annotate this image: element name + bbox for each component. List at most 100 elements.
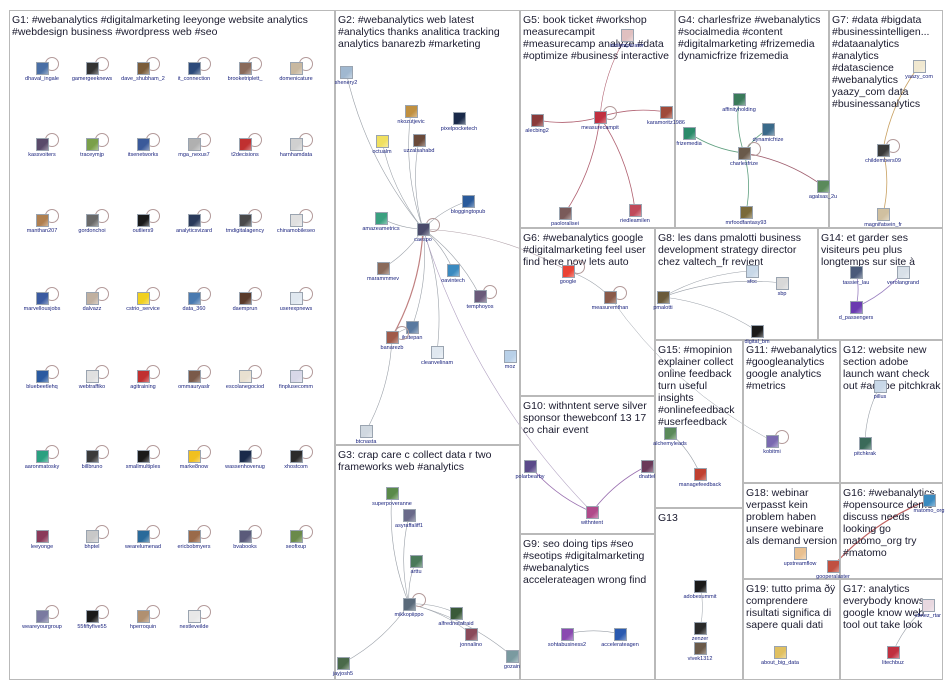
node-matomo-org[interactable] (923, 494, 936, 507)
node-dalvazz[interactable] (86, 292, 99, 305)
node-octualm[interactable] (376, 135, 389, 148)
node-itsenetworks[interactable] (137, 138, 150, 151)
node-alfrednotafraid[interactable] (450, 607, 463, 620)
node-karamoritz1986[interactable] (660, 106, 673, 119)
node-shenery2[interactable] (340, 66, 353, 79)
node-mga-nexus7[interactable] (188, 138, 201, 151)
node-litechbuz[interactable] (887, 646, 900, 659)
node-webtraffiko[interactable] (86, 370, 99, 383)
node-it-connection[interactable] (188, 62, 201, 75)
node-leeyonge[interactable] (36, 530, 49, 543)
node-cleanvelinam[interactable] (431, 346, 444, 359)
node-about-big-data[interactable] (774, 646, 787, 659)
node-verolangrand[interactable] (897, 266, 910, 279)
node-affinityholding[interactable] (733, 93, 746, 106)
node-ommauryaslr[interactable] (188, 370, 201, 383)
node-nestleveilde[interactable] (188, 610, 201, 623)
node-upstreamflow[interactable] (794, 547, 807, 560)
node-dnattel[interactable] (641, 460, 654, 473)
node-pitchkrak[interactable] (859, 437, 872, 450)
node-userexpnews[interactable] (290, 292, 303, 305)
node-yaazy-com[interactable] (913, 60, 926, 73)
node-managefeedback[interactable] (694, 468, 707, 481)
node-sohtabusiness2[interactable] (561, 628, 574, 641)
node-domenicature[interactable] (290, 62, 303, 75)
node-billbruno[interactable] (86, 450, 99, 463)
node-zenzer[interactable] (694, 622, 707, 635)
node-gozain[interactable] (506, 650, 519, 663)
node-measurecampit[interactable] (594, 111, 607, 124)
node-kassvoiters[interactable] (36, 138, 49, 151)
node-charlesfrize[interactable] (738, 147, 751, 160)
node-google[interactable] (562, 265, 575, 278)
node-pixelpocketech[interactable] (453, 112, 466, 125)
node-aaronmatosky[interactable] (36, 450, 49, 463)
node-smallmultiples[interactable] (137, 450, 150, 463)
node-outliers9[interactable] (137, 214, 150, 227)
node-manthan207[interactable] (36, 214, 49, 227)
node-bluebeetlehq[interactable] (36, 370, 49, 383)
node-accelerateagen[interactable] (614, 628, 627, 641)
node-hperroquin[interactable] (137, 610, 150, 623)
node-magnifatsein-fr[interactable] (877, 208, 890, 221)
node-agalsas-2u[interactable] (817, 180, 830, 193)
node-d-passengers[interactable] (850, 301, 863, 314)
node-analyticsvizard[interactable] (188, 214, 201, 227)
node-55fiftyfive55[interactable] (86, 610, 99, 623)
node-harnhamdata[interactable] (290, 138, 303, 151)
node-dhaval-ingale[interactable] (36, 62, 49, 75)
node-wassenhovenug[interactable] (239, 450, 252, 463)
node-bvabooks[interactable] (239, 530, 252, 543)
node-weareyourgroup[interactable] (36, 610, 49, 623)
node-withntent[interactable] (586, 506, 599, 519)
node-escolanegociod[interactable] (239, 370, 252, 383)
node-moz[interactable] (504, 350, 517, 363)
node-marammmev[interactable] (377, 262, 390, 275)
node-oavintech[interactable] (447, 264, 460, 277)
node-bhptel[interactable] (86, 530, 99, 543)
node-t2decisions[interactable] (239, 138, 252, 151)
node-amazeametrics[interactable] (375, 212, 388, 225)
node-traceymjp[interactable] (86, 138, 99, 151)
node-mikkopiippo[interactable] (403, 598, 416, 611)
node-riedleamilen[interactable] (629, 204, 642, 217)
node-gamergeeknews[interactable] (86, 62, 99, 75)
node-finplusecomm[interactable] (290, 370, 303, 383)
node-marke8now[interactable] (188, 450, 201, 463)
node-bloggingtopub[interactable] (462, 195, 475, 208)
node-jonnalino[interactable] (465, 628, 478, 641)
node-pillus[interactable] (874, 380, 887, 393)
node-banarezb[interactable] (386, 331, 399, 344)
node-temphoyos[interactable] (474, 290, 487, 303)
node-sbp[interactable] (776, 277, 789, 290)
node-adobesummit[interactable] (694, 580, 707, 593)
node-xhostcom[interactable] (290, 450, 303, 463)
node-ericbobmyers[interactable] (188, 530, 201, 543)
node-nkozutjevic[interactable] (405, 105, 418, 118)
node-superpoveranne[interactable] (386, 487, 399, 500)
node-sfcc[interactable] (746, 265, 759, 278)
node-gooperalaster[interactable] (827, 560, 840, 573)
node-kobitmi[interactable] (766, 435, 779, 448)
node-seofixup[interactable] (290, 530, 303, 543)
node-cstrio-service[interactable] (137, 292, 150, 305)
node-chinamobileseo[interactable] (290, 214, 303, 227)
node-daemprun[interactable] (239, 292, 252, 305)
node-digital-bm[interactable] (751, 325, 764, 338)
node-tassier-lau[interactable] (850, 266, 863, 279)
node-cbriez-rtar[interactable] (922, 599, 935, 612)
node-childembers09[interactable] (877, 144, 890, 157)
node-measuremthan[interactable] (604, 291, 617, 304)
node-wearelumenad[interactable] (137, 530, 150, 543)
node-jayjosh5[interactable] (337, 657, 350, 670)
node-alchemyleads[interactable] (664, 427, 677, 440)
node-caespo[interactable] (417, 223, 430, 236)
node-pmalotti[interactable] (657, 291, 670, 304)
node-vivek1312[interactable] (694, 642, 707, 655)
node-dynamicfrize[interactable] (762, 123, 775, 136)
node-brooketriplett-[interactable] (239, 62, 252, 75)
node-marvellousjobs[interactable] (36, 292, 49, 305)
node-paoloralisei[interactable] (559, 207, 572, 220)
node-uzzalsahabd[interactable] (413, 134, 426, 147)
node-tmdigitalagency[interactable] (239, 214, 252, 227)
